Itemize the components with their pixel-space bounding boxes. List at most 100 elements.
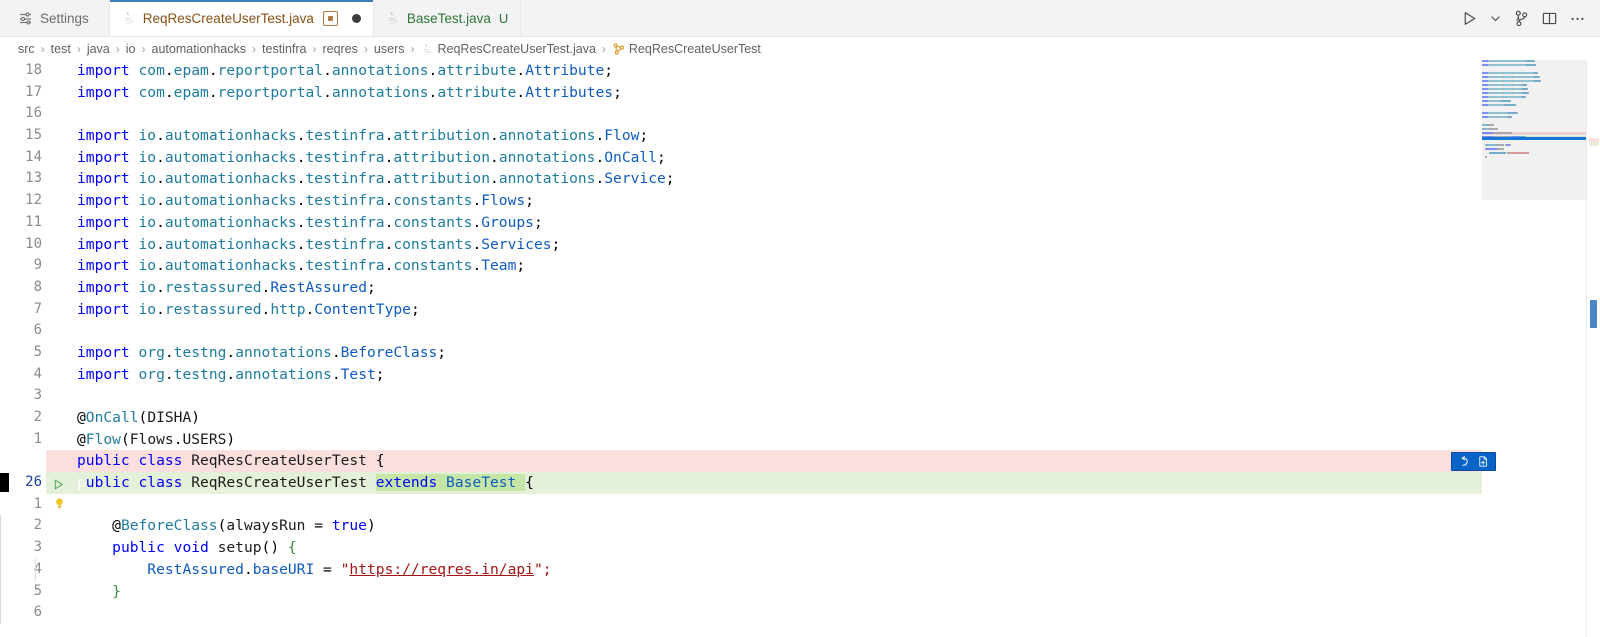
breadcrumb-item-io[interactable]: io: [125, 42, 137, 56]
code-text[interactable]: @Flow(Flows.USERS): [77, 429, 1600, 451]
code-line[interactable]: 4 RestAssured.baseURI = "https://reqres.…: [0, 558, 1600, 581]
code-text[interactable]: RestAssured.baseURI = "https://reqres.in…: [0, 558, 1600, 581]
minimap-slider[interactable]: [1482, 60, 1586, 200]
code-text[interactable]: [77, 320, 1600, 342]
unsaved-changes-dot-icon[interactable]: [351, 13, 361, 23]
overview-ruler-scrollbar[interactable]: [1586, 60, 1600, 637]
code-text[interactable]: @OnCall(DISHA): [77, 407, 1600, 429]
code-token: ;: [639, 127, 649, 145]
minimap-token: [1490, 72, 1504, 74]
code-text[interactable]: @BeforeClass(alwaysRun = true): [0, 515, 1600, 538]
git-branch-icon[interactable]: [1513, 10, 1530, 27]
code-text[interactable]: import io.automationhacks.testinfra.cons…: [77, 190, 1600, 212]
breadcrumb-item-test[interactable]: test: [50, 42, 72, 56]
code-text[interactable]: [77, 494, 1600, 516]
ellipsis-icon[interactable]: [1569, 10, 1586, 27]
code-line[interactable]: 7 import io.restassured.http.ContentType;: [0, 299, 1600, 321]
code-token: .: [384, 235, 394, 253]
minimap-line: [1482, 144, 1586, 147]
code-text[interactable]: import io.automationhacks.testinfra.cons…: [77, 234, 1600, 256]
minimap-token: [1523, 80, 1533, 82]
minimap[interactable]: [1482, 60, 1586, 637]
code-text[interactable]: [77, 385, 1600, 407]
quick-fix-lightbulb-icon[interactable]: [52, 496, 67, 519]
code-text[interactable]: import io.automationhacks.testinfra.attr…: [77, 125, 1600, 147]
minimap-token: [1510, 100, 1512, 102]
diff-removed-line[interactable]: public class ReqResCreateUserTest {: [0, 450, 1600, 473]
code-line[interactable]: 3: [0, 385, 1600, 407]
code-text[interactable]: import org.testng.annotations.Test;: [77, 364, 1600, 386]
minimap-token: [1489, 100, 1491, 102]
breadcrumb-item-src[interactable]: src: [17, 42, 36, 56]
chevron-down-icon[interactable]: [1489, 12, 1502, 25]
split-editor-icon[interactable]: [1541, 10, 1558, 27]
settings-tab[interactable]: Settings: [0, 0, 110, 36]
code-line[interactable]: 3 public void setup() {: [0, 537, 1600, 559]
revert-change-icon[interactable]: [1456, 454, 1472, 470]
code-text[interactable]: import io.automationhacks.testinfra.cons…: [77, 255, 1600, 277]
code-token: .: [156, 148, 165, 166]
code-line[interactable]: 1: [0, 494, 1600, 516]
minimap-token: [1520, 96, 1522, 98]
code-text[interactable]: [77, 103, 1600, 125]
diff-change-actions-widget[interactable]: [1451, 452, 1496, 472]
code-text[interactable]: [0, 602, 1600, 624]
code-text[interactable]: import io.automationhacks.testinfra.attr…: [77, 168, 1600, 190]
code-token[interactable]: https://reqres.in/api: [349, 560, 534, 578]
code-text[interactable]: import com.epam.reportportal.annotations…: [77, 60, 1600, 82]
code-line[interactable]: 16: [0, 103, 1600, 125]
code-text[interactable]: public class ReqResCreateUserTest extend…: [0, 472, 1600, 494]
code-text[interactable]: }: [0, 580, 1600, 603]
code-text[interactable]: import io.restassured.http.ContentType;: [77, 299, 1600, 321]
minimap-token: [1517, 64, 1526, 66]
breadcrumb-item-reqrescreateusertest[interactable]: ReqResCreateUserTest: [611, 42, 762, 56]
code-token: Service: [604, 170, 666, 188]
code-line[interactable]: 6: [0, 320, 1600, 342]
code-text[interactable]: import io.restassured.RestAssured;: [77, 277, 1600, 299]
run-test-gutter-icon[interactable]: [52, 476, 65, 498]
code-line[interactable]: 2 @BeforeClass(alwaysRun = true): [0, 515, 1600, 538]
code-text[interactable]: public void setup() {: [0, 537, 1600, 559]
code-line[interactable]: 6: [0, 602, 1600, 624]
code-text[interactable]: public class ReqResCreateUserTest {: [77, 450, 1600, 473]
breadcrumb-item-testinfra[interactable]: testinfra: [261, 42, 307, 56]
breadcrumb-item-reqrescreateusertest-java[interactable]: ReqResCreateUserTest.java: [420, 42, 597, 56]
code-token: testinfra: [305, 235, 385, 253]
code-line[interactable]: 2@OnCall(DISHA): [0, 407, 1600, 429]
scrollbar-thumb[interactable]: [1590, 300, 1597, 328]
code-text[interactable]: import io.automationhacks.testinfra.attr…: [77, 147, 1600, 169]
breadcrumb-item-reqres[interactable]: reqres: [321, 42, 358, 56]
code-text[interactable]: import org.testng.annotations.BeforeClas…: [77, 342, 1600, 364]
glyph-margin: [46, 407, 77, 429]
code-line[interactable]: 1@Flow(Flows.USERS): [0, 429, 1600, 451]
code-text[interactable]: import com.epam.reportportal.annotations…: [77, 82, 1600, 104]
code-token: attribution: [393, 127, 491, 145]
breadcrumb-item-java[interactable]: java: [86, 42, 111, 56]
minimap-token: [1513, 76, 1523, 78]
open-diff-icon[interactable]: [1475, 454, 1491, 470]
breadcrumb-item-users[interactable]: users: [373, 42, 406, 56]
code-token: import: [77, 62, 139, 79]
tab-basetest[interactable]: BaseTest.java U: [373, 0, 522, 36]
breadcrumb-item-automationhacks[interactable]: automationhacks: [151, 42, 248, 56]
code-token: constants: [393, 257, 473, 275]
run-play-icon[interactable]: [1461, 10, 1478, 27]
code-line[interactable]: 5 }: [0, 580, 1600, 603]
code-text[interactable]: import io.automationhacks.testinfra.cons…: [77, 212, 1600, 234]
line-number: 7: [33, 300, 42, 317]
tab-reqrescreateusertest[interactable]: ReqResCreateUserTest.java: [109, 0, 374, 36]
